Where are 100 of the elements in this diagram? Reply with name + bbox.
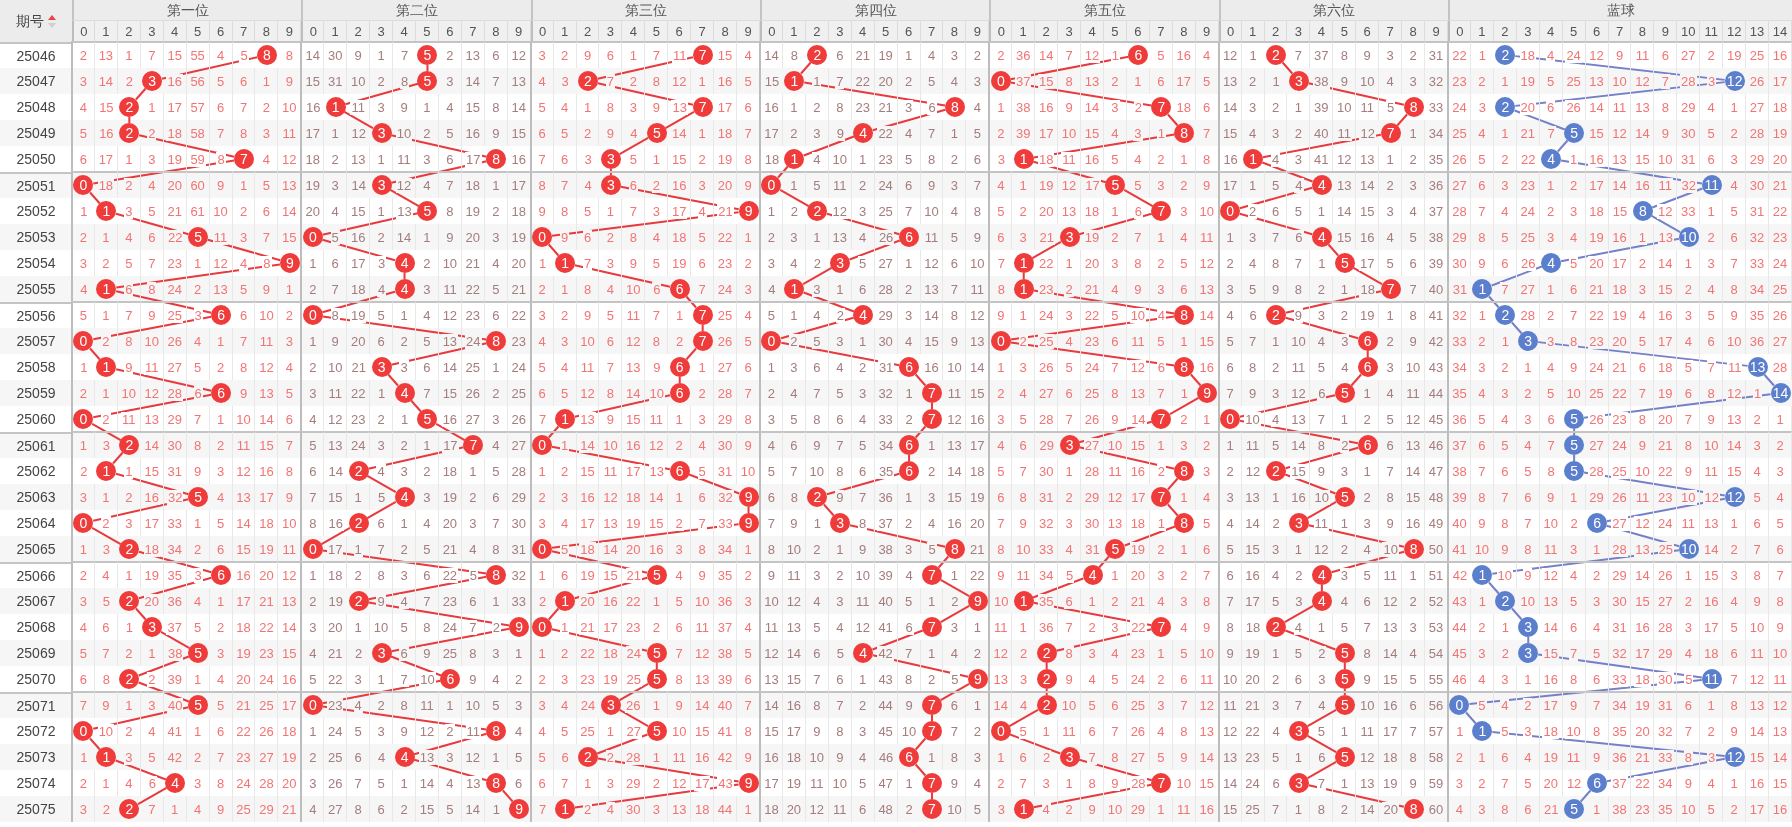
period-number: 25068 — [15, 617, 57, 637]
miss-count: 7 — [1293, 48, 1304, 63]
miss-count: 1 — [926, 438, 937, 453]
miss-count: 9 — [147, 308, 157, 323]
connector-line — [367, 446, 465, 470]
miss-count: 3 — [1500, 178, 1510, 193]
miss-count: 3 — [193, 568, 203, 583]
digit-header: 11 — [1700, 21, 1724, 42]
miss-count: 9 — [926, 178, 937, 193]
miss-count: 9 — [1569, 698, 1579, 713]
period-number: 25062 — [15, 461, 57, 481]
connector-line — [1284, 290, 1382, 314]
miss-count: 9 — [1362, 48, 1372, 63]
connector-line — [1284, 473, 1337, 495]
miss-count: 9 — [743, 178, 753, 193]
connector-line — [914, 763, 927, 777]
miss-count: 8 — [1752, 568, 1762, 583]
miss-count: 9 — [215, 178, 226, 193]
miss-count: 24 — [877, 178, 894, 193]
miss-count: 7 — [651, 308, 661, 323]
connector-line — [89, 191, 101, 205]
miss-count: 25 — [258, 698, 275, 713]
miss-count: 7 — [445, 178, 455, 193]
miss-count: 8 — [1683, 749, 1693, 765]
digit-header: 8 — [255, 21, 279, 42]
connector-line — [367, 601, 511, 627]
digit-header: 12 — [1723, 21, 1747, 42]
miss-count: 3 — [514, 698, 524, 713]
miss-count: 2 — [101, 333, 111, 349]
miss-count: 5 — [78, 308, 89, 323]
miss-count: 2 — [1042, 749, 1052, 765]
connector-line — [1123, 525, 1176, 547]
miss-count: 5 — [1156, 48, 1166, 63]
miss-count: 2 — [215, 438, 226, 453]
miss-count: 3 — [1110, 619, 1120, 635]
miss-count: 5 — [1386, 99, 1396, 115]
digit-header: 4 — [393, 21, 416, 42]
miss-count: 7 — [972, 178, 982, 193]
connector-line — [939, 578, 971, 598]
connector-line — [1320, 584, 1323, 592]
miss-count: 4 — [743, 308, 753, 323]
connector-line — [1650, 214, 1682, 234]
connector-line — [1366, 350, 1369, 358]
connector-line — [1284, 316, 1360, 340]
miss-count: 9 — [1729, 308, 1739, 323]
connector-line — [849, 524, 947, 548]
miss-count: 7 — [835, 438, 845, 453]
connector-line — [159, 630, 191, 650]
miss-count: 4 — [1225, 308, 1235, 323]
period-number: 25052 — [15, 201, 57, 221]
miss-count: 3 — [1156, 698, 1166, 713]
connector-line — [1491, 731, 1726, 757]
digit-header: 5 — [645, 21, 669, 42]
miss-count: 8 — [1064, 645, 1074, 661]
section-header: 第四位 — [760, 0, 990, 21]
connector-line — [1510, 321, 1523, 335]
miss-count: 2 — [1133, 99, 1143, 115]
miss-count: 4 — [1546, 48, 1556, 63]
connector-line — [1343, 662, 1346, 670]
period-number: 25046 — [0, 42, 72, 68]
connector-line — [822, 503, 835, 517]
miss-count: 1 — [124, 698, 134, 713]
miss-count: 5 — [1684, 671, 1694, 687]
digit-header: 4 — [622, 21, 646, 42]
connector-line — [800, 61, 812, 75]
miss-count: 1 — [1110, 48, 1121, 63]
connector-line — [387, 373, 399, 387]
miss-count: 6 — [559, 568, 570, 583]
connector-line — [389, 188, 420, 208]
connector-line — [344, 82, 419, 106]
connector-line — [1032, 601, 1153, 627]
miss-count: 4 — [101, 568, 111, 583]
connector-line — [1350, 373, 1363, 387]
miss-count: 4 — [904, 568, 914, 583]
miss-count: 5 — [858, 255, 868, 271]
miss-count: 12 — [969, 308, 986, 323]
connector-line — [1583, 393, 1772, 419]
miss-count: 7 — [1293, 698, 1304, 713]
connector-line — [1573, 454, 1576, 462]
miss-count: 6 — [1660, 48, 1670, 63]
miss-count: 5 — [559, 541, 570, 557]
digit-header: 0 — [72, 21, 95, 42]
miss-count: 14 — [579, 438, 596, 453]
miss-count: 1 — [1706, 698, 1716, 713]
miss-count: 1 — [559, 438, 570, 453]
miss-count: 7 — [743, 698, 753, 713]
miss-count: 20 — [166, 178, 183, 193]
miss-count: 17 — [1542, 698, 1559, 713]
miss-count: 2 — [445, 723, 455, 739]
connector-line — [655, 662, 658, 670]
digit-header: 9 — [1425, 21, 1448, 42]
miss-count: 3 — [1064, 308, 1074, 323]
period-number: 25071 — [0, 692, 72, 718]
miss-count: 8 — [1316, 438, 1326, 453]
connector-line — [115, 368, 213, 392]
connector-line — [134, 87, 147, 101]
miss-count: 9 — [1293, 308, 1304, 323]
miss-count: 17 — [1588, 178, 1605, 193]
connector-line — [779, 188, 810, 208]
miss-count: 3 — [537, 48, 547, 63]
